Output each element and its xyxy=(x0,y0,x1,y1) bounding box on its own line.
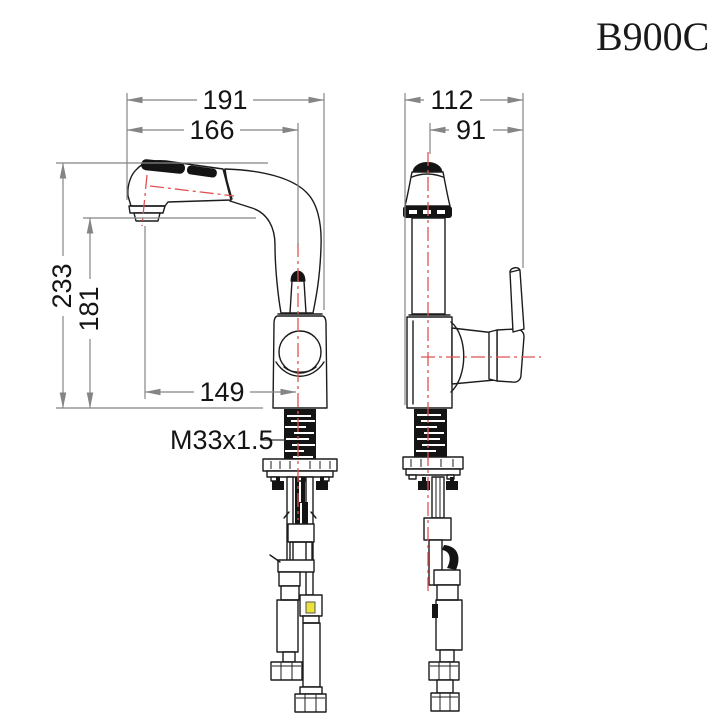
head-joint-band xyxy=(223,169,233,200)
side-handle-lever xyxy=(509,267,525,333)
front-hose-right xyxy=(294,594,327,713)
side-body xyxy=(406,316,453,409)
side-mounting-flange xyxy=(402,456,464,480)
front-mounting-hardware xyxy=(269,476,328,596)
front-body-shoulder xyxy=(275,361,325,377)
front-spray-head xyxy=(127,159,233,222)
centerlines xyxy=(141,152,541,592)
dim-166: 166 xyxy=(184,115,240,145)
dim-233: 233 xyxy=(47,256,77,316)
dim-value-overall-width: 191 xyxy=(202,85,247,115)
side-neck-curve xyxy=(450,321,465,393)
dim-value-thread-spec: M33x1.5 xyxy=(170,425,274,455)
side-threaded-shank xyxy=(414,409,447,457)
dim-value-outlet-height: 181 xyxy=(74,286,104,331)
front-view xyxy=(127,159,338,713)
dim-149: 149 xyxy=(194,377,250,407)
dimension-layer: 191 166 233 181 149 M33x1.5 112 91 xyxy=(47,85,524,455)
front-hose-left-nut xyxy=(270,661,303,681)
front-swivel-boss xyxy=(278,330,322,374)
side-hose-nut-2 xyxy=(430,692,460,712)
model-number-title: B900C xyxy=(596,14,709,59)
spray-head-button2-icon xyxy=(186,165,217,178)
hose-highlight xyxy=(305,601,316,614)
dim-value-spout-reach: 149 xyxy=(199,377,244,407)
front-outlet-nozzle xyxy=(128,205,166,214)
dim-thread: M33x1.5 xyxy=(170,425,274,455)
dim-91: 91 xyxy=(449,115,493,145)
dim-value-spout-width: 166 xyxy=(189,115,234,145)
front-hose-right-nut xyxy=(294,693,327,713)
side-mounting-hardware xyxy=(418,476,459,586)
front-threaded-shank xyxy=(284,409,316,461)
dim-112: 112 xyxy=(424,85,480,115)
dim-value-handle-depth: 91 xyxy=(456,115,486,145)
front-hose-left xyxy=(270,571,303,681)
dim-value-overall-depth: 112 xyxy=(430,85,473,115)
front-spout-tube xyxy=(224,168,322,314)
dim-181: 181 xyxy=(74,279,104,339)
side-hose-elbow xyxy=(442,545,459,570)
side-hose xyxy=(428,569,463,712)
side-view xyxy=(402,162,525,712)
side-handle-base xyxy=(496,328,525,383)
front-outlet-axis-centerline xyxy=(141,174,148,227)
dim-value-overall-height: 233 xyxy=(47,263,77,308)
side-hose-nut-1 xyxy=(428,661,460,681)
front-body-detail xyxy=(283,366,317,373)
front-mounting-flange xyxy=(262,458,338,482)
front-head-axis-centerline xyxy=(149,185,235,197)
dim-191: 191 xyxy=(197,85,253,115)
